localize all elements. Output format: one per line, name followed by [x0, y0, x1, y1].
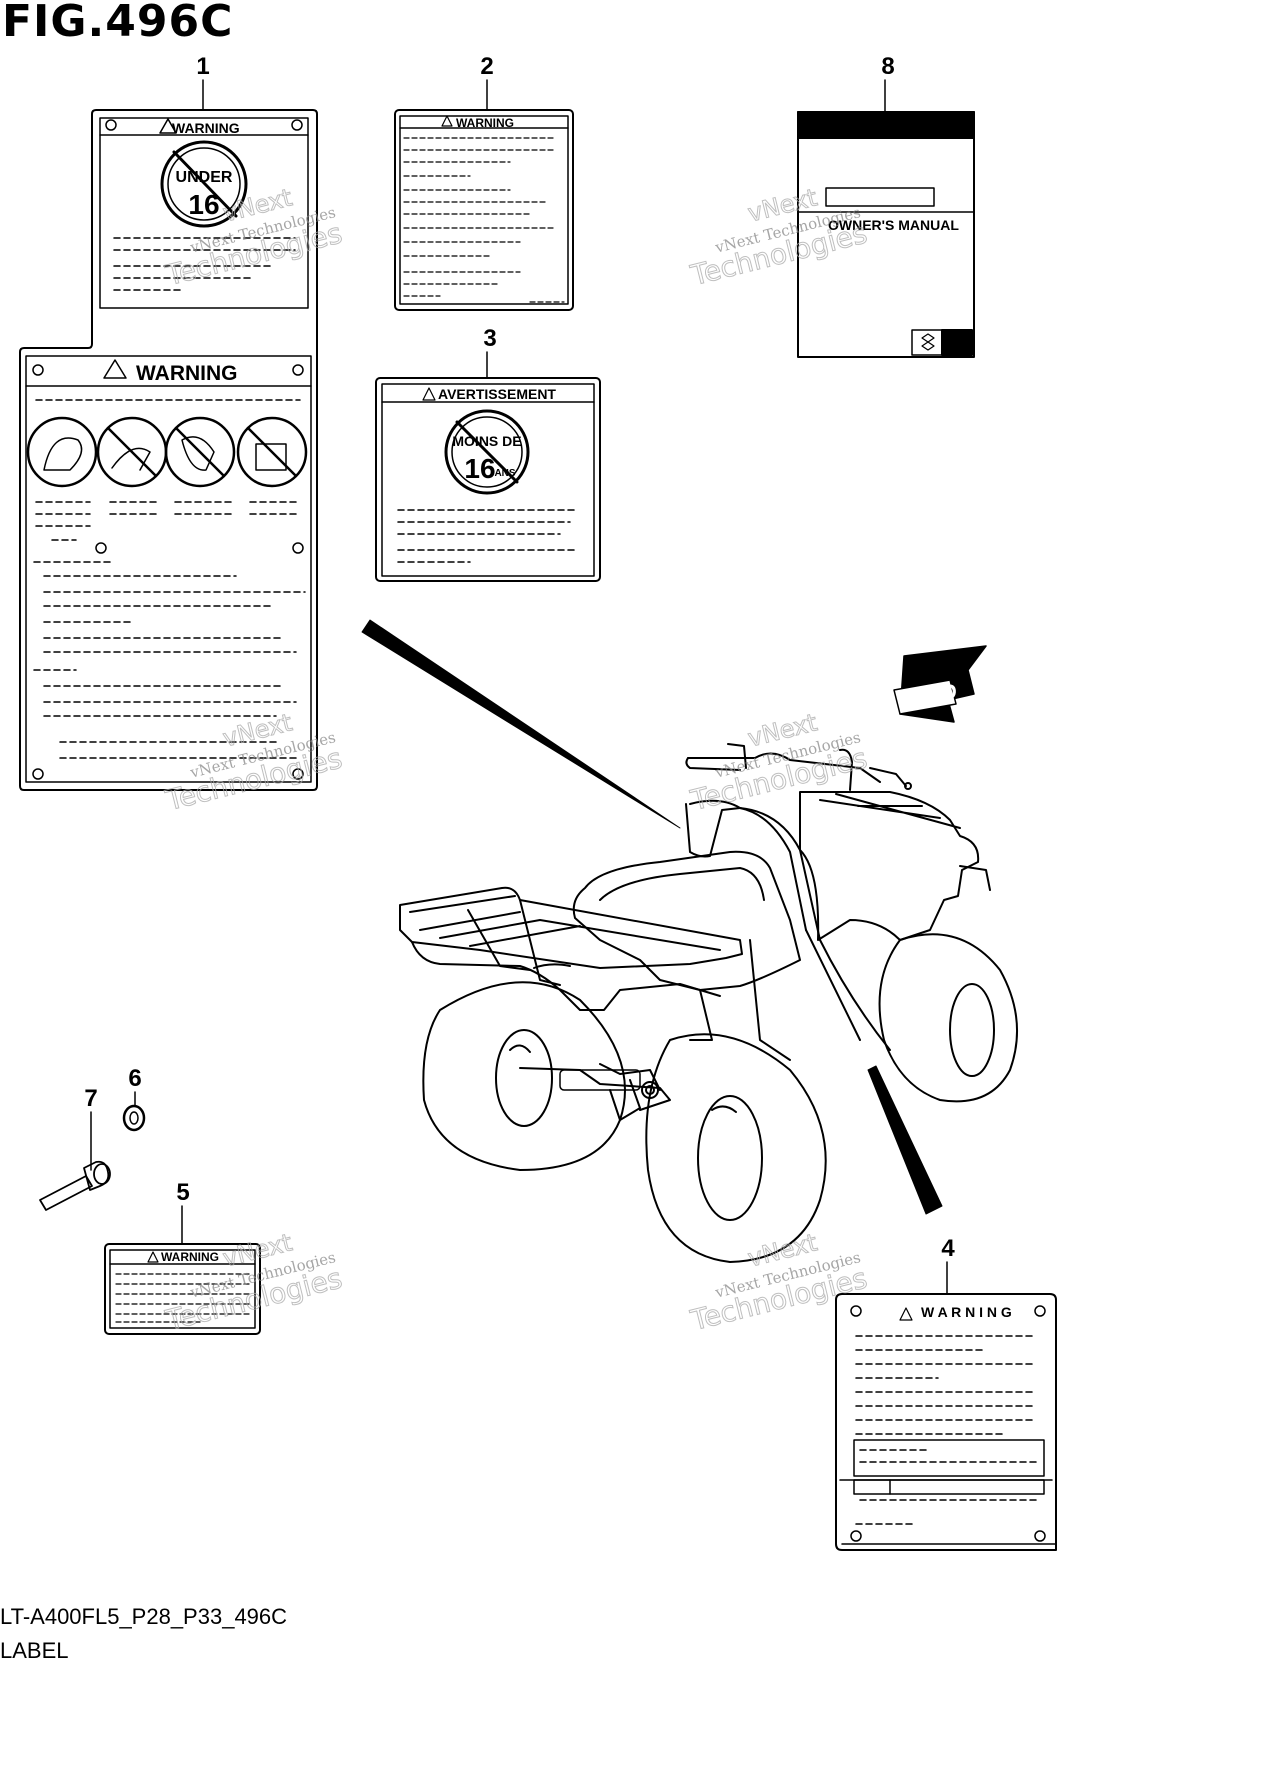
part-1-warning-label[interactable] — [19, 109, 318, 791]
callout-6: 6 — [128, 1065, 141, 1092]
part-8-owners-manual-text: OWNER'S MANUAL — [828, 217, 959, 233]
part-2-warning-label[interactable] — [394, 109, 574, 311]
part-3-avertissement-label[interactable] — [375, 377, 601, 582]
part-5-warning-label[interactable] — [104, 1243, 261, 1335]
callout-5: 5 — [176, 1179, 189, 1206]
part-5-warning-text: WARNING — [161, 1250, 219, 1264]
label-1-under-text: UNDER — [176, 169, 233, 186]
part-4-warning-label[interactable] — [835, 1293, 1057, 1551]
label-3-ans-text: ANS — [494, 468, 515, 479]
model-code: LT-A400FL5_P28_P33_496C — [0, 1604, 288, 1629]
label-3-age-text: 16 — [464, 453, 495, 484]
fwd-arrow-icon — [893, 645, 987, 723]
callout-8: 8 — [881, 53, 894, 80]
atv-vehicle-outline — [399, 743, 1019, 1263]
label-1-lower-warning-text: WARNING — [136, 362, 238, 385]
label-3-moins-de-text: MOINS DE — [452, 433, 521, 449]
callout-7: 7 — [84, 1085, 97, 1112]
callout-3: 3 — [483, 325, 496, 352]
group-name: LABEL — [0, 1638, 69, 1663]
callout-leaders — [90, 79, 948, 1295]
label-1-age-text: 16 — [188, 189, 219, 220]
figure-title: FIG.496C — [2, 0, 234, 47]
part-4-warning-text: W A R N I N G — [921, 1304, 1012, 1320]
label-1-top-warning-text: WARNING — [172, 120, 240, 136]
callout-2: 2 — [480, 53, 493, 80]
callout-4: 4 — [941, 1235, 955, 1262]
label-texts: WARNING UNDER 16 WARNING WARNING AVERTIS… — [136, 116, 1012, 1320]
part-6-washer[interactable] — [122, 1104, 146, 1132]
part-7-rivet[interactable] — [39, 1160, 111, 1211]
part-8-owners-manual[interactable] — [797, 111, 975, 358]
callout-1: 1 — [196, 53, 209, 80]
label-3-avertissement-text: AVERTISSEMENT — [438, 386, 556, 402]
callout-numbers: 1 2 3 4 5 6 7 8 — [84, 53, 955, 1262]
label-2-warning-text: WARNING — [456, 116, 514, 130]
